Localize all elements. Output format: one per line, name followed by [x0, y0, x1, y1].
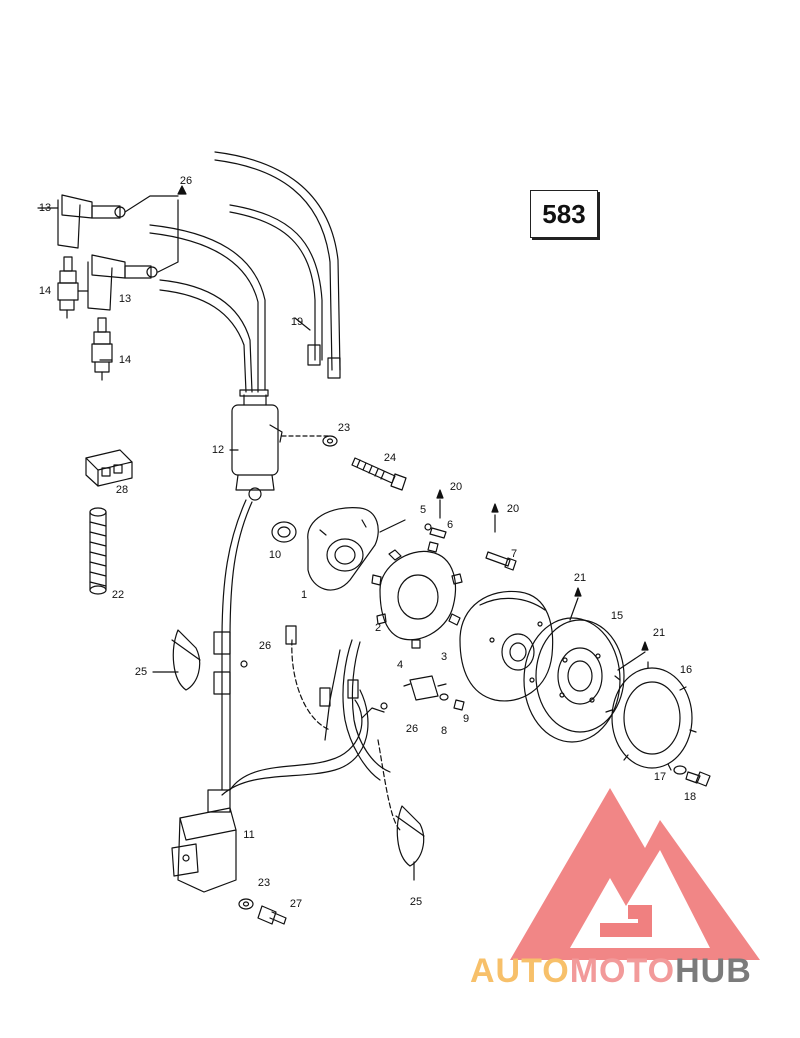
callout-14-lower: 14 — [118, 354, 132, 366]
callout-10: 10 — [268, 549, 282, 561]
spark-plug-upper — [57, 256, 79, 319]
bolt-27 — [257, 905, 287, 925]
callout-5: 5 — [419, 504, 427, 516]
cable-tie-left — [171, 629, 201, 691]
screw-7 — [485, 551, 517, 571]
callout-28: 28 — [115, 484, 129, 496]
callout-12: 12 — [211, 444, 225, 456]
cable-tie-right — [395, 805, 425, 867]
callout-15: 15 — [610, 610, 624, 622]
ring-cover — [605, 661, 697, 771]
callout-13-lower: 13 — [118, 293, 132, 305]
callout-20-left: 20 — [449, 481, 463, 493]
screw-6 — [424, 523, 447, 539]
callout-11: 11 — [243, 829, 255, 841]
watermark-hub: HUB — [675, 952, 752, 990]
protective-sleeve — [89, 507, 107, 595]
callout-21-lower: 21 — [652, 627, 666, 639]
callout-9: 9 — [462, 713, 470, 725]
callout-22: 22 — [111, 589, 125, 601]
page-number: 583 — [542, 198, 586, 229]
spark-plug-cap-upper — [57, 194, 126, 249]
callout-1: 1 — [300, 589, 308, 601]
callout-18: 18 — [683, 791, 697, 803]
callout-13-upper: 13 — [38, 202, 52, 214]
spark-plug-lower — [91, 317, 113, 381]
callout-23-upper: 23 — [337, 422, 351, 434]
flywheel-pulley — [523, 617, 625, 743]
callout-8: 8 — [440, 725, 448, 737]
callout-26-top: 26 — [179, 175, 193, 187]
ignition-coil — [231, 389, 331, 501]
callout-6: 6 — [446, 519, 454, 531]
callout-3: 3 — [440, 651, 448, 663]
callout-24: 24 — [383, 452, 397, 464]
callout-20-right: 20 — [506, 503, 520, 515]
bolt-24 — [351, 457, 407, 491]
voltage-regulator — [403, 675, 447, 701]
callout-25-right: 25 — [409, 896, 423, 908]
callout-2: 2 — [374, 622, 382, 634]
high-tension-wires — [149, 151, 341, 393]
automotohub-logo — [510, 788, 760, 960]
callout-23-lower: 23 — [257, 877, 271, 889]
callout-21-upper: 21 — [573, 572, 587, 584]
callout-26-low: 26 — [405, 723, 419, 735]
callout-16: 16 — [679, 664, 693, 676]
callout-25-left: 25 — [134, 666, 148, 678]
magneto-housing — [459, 590, 554, 702]
connector-housing — [85, 449, 133, 487]
callout-17: 17 — [653, 771, 667, 783]
callout-7: 7 — [510, 548, 518, 560]
trigger-plate — [307, 507, 379, 591]
spark-plug-cap-lower — [87, 254, 158, 311]
ignition-module — [171, 789, 237, 893]
callout-27: 27 — [289, 898, 303, 910]
callout-4: 4 — [396, 659, 404, 671]
grommet — [271, 521, 297, 543]
callout-14-upper: 14 — [38, 285, 52, 297]
watermark-auto: AUTO — [470, 952, 570, 990]
page-number-box: 583 — [530, 190, 598, 238]
callout-26-mid: 26 — [258, 640, 272, 652]
callout-19: 19 — [290, 316, 304, 328]
watermark-moto: MOTO — [569, 952, 676, 990]
watermark-text: AUTOMOTOHUB — [470, 952, 800, 992]
stator — [371, 541, 463, 649]
bolt-18 — [685, 771, 711, 787]
